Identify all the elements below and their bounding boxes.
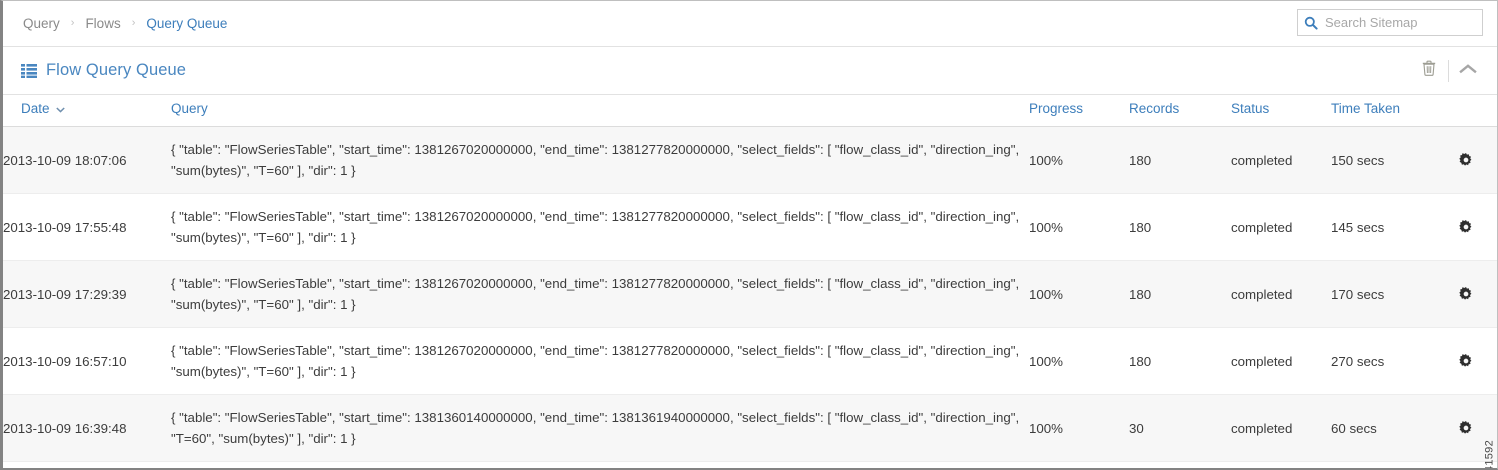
cell-date: 2013-10-09 17:55:48 xyxy=(3,194,171,261)
query-queue-table: Date Query Progress Records Status Time Taken… xyxy=(3,94,1498,470)
cell-records: 180 xyxy=(1129,261,1231,328)
delete-button[interactable] xyxy=(1414,58,1444,84)
cell-records: 7 xyxy=(1129,462,1231,470)
panel-header: Flow Query Queue xyxy=(3,47,1497,94)
cell-progress: 100% xyxy=(1029,462,1129,470)
column-header-label: Date xyxy=(21,101,50,116)
table-row[interactable]: 2013-10-09 16:57:10{ "table": "FlowSerie… xyxy=(3,328,1498,395)
column-header-label: Status xyxy=(1231,101,1269,116)
cell-status: completed xyxy=(1231,395,1331,462)
page-title: Flow Query Queue xyxy=(46,61,186,80)
cell-status: completed xyxy=(1231,462,1331,470)
cell-records: 30 xyxy=(1129,395,1231,462)
trash-icon xyxy=(1422,60,1436,81)
cell-records: 180 xyxy=(1129,127,1231,194)
cell-date: 2013-10-09 17:29:39 xyxy=(3,261,171,328)
column-header-label: Progress xyxy=(1029,101,1083,116)
breadcrumb: Query › Flows › Query Queue xyxy=(23,16,227,31)
cell-time: 15 secs xyxy=(1331,462,1459,470)
column-header-query[interactable]: Query xyxy=(171,95,1029,127)
panel-actions xyxy=(1414,47,1483,94)
cell-records: 180 xyxy=(1129,328,1231,395)
chevron-down-icon xyxy=(56,101,65,116)
cell-query: { "table": "FlowSeriesTable", "start_tim… xyxy=(171,328,1029,395)
cell-actions xyxy=(1459,328,1498,395)
cell-query: { "table": "FlowSeriesTable", "start_tim… xyxy=(171,127,1029,194)
action-divider xyxy=(1448,60,1449,82)
table-row[interactable]: 2013-10-09 17:29:39{ "table": "FlowSerie… xyxy=(3,261,1498,328)
column-header-label: Records xyxy=(1129,101,1179,116)
table-body: 2013-10-09 18:07:06{ "table": "FlowSerie… xyxy=(3,127,1498,470)
cell-time: 150 secs xyxy=(1331,127,1459,194)
table-row[interactable]: 2013-10-09 17:55:48{ "table": "FlowSerie… xyxy=(3,194,1498,261)
cell-date: 2013-10-09 18:07:06 xyxy=(3,127,171,194)
cell-status: completed xyxy=(1231,328,1331,395)
column-header-label: Query xyxy=(171,101,208,116)
cell-time: 270 secs xyxy=(1331,328,1459,395)
gear-icon[interactable] xyxy=(1459,153,1498,167)
breadcrumb-separator: › xyxy=(71,18,75,29)
breadcrumb-separator: › xyxy=(132,18,136,29)
cell-query: { "table": "FlowSeriesTable", "start_tim… xyxy=(171,395,1029,462)
cell-time: 145 secs xyxy=(1331,194,1459,261)
gear-icon[interactable] xyxy=(1459,354,1498,368)
gear-icon[interactable] xyxy=(1459,421,1498,435)
cell-status: completed xyxy=(1231,261,1331,328)
column-header-time[interactable]: Time Taken xyxy=(1331,95,1459,127)
cell-time: 170 secs xyxy=(1331,261,1459,328)
figure-id-watermark: 041592 xyxy=(1484,440,1496,470)
gear-icon[interactable] xyxy=(1459,220,1498,234)
breadcrumb-item-flows[interactable]: Flows xyxy=(85,16,120,31)
column-header-progress[interactable]: Progress xyxy=(1029,95,1129,127)
table-row[interactable]: 2013-10-09 18:07:06{ "table": "FlowSerie… xyxy=(3,127,1498,194)
column-header-date[interactable]: Date xyxy=(3,95,171,127)
cell-progress: 100% xyxy=(1029,395,1129,462)
chevron-up-icon xyxy=(1459,62,1477,80)
cell-records: 180 xyxy=(1129,194,1231,261)
cell-progress: 100% xyxy=(1029,127,1129,194)
breadcrumb-item-query[interactable]: Query xyxy=(23,16,60,31)
search-input[interactable] xyxy=(1323,14,1476,31)
list-icon xyxy=(21,64,37,78)
cell-status: completed xyxy=(1231,127,1331,194)
table-header-row: Date Query Progress Records Status Time Taken xyxy=(3,95,1498,127)
cell-query: { "table": "FlowSeriesTable", "start_tim… xyxy=(171,261,1029,328)
column-header-label: Time Taken xyxy=(1331,101,1400,116)
cell-query: { "table": "FlowSeriesTable", "start_tim… xyxy=(171,462,1029,470)
cell-query: { "table": "FlowSeriesTable", "start_tim… xyxy=(171,194,1029,261)
breadcrumb-item-query-queue[interactable]: Query Queue xyxy=(146,16,227,31)
table-row[interactable]: 2013-10-09 16:39:48{ "table": "FlowSerie… xyxy=(3,395,1498,462)
collapse-button[interactable] xyxy=(1453,58,1483,84)
column-header-status[interactable]: Status xyxy=(1231,95,1331,127)
column-header-actions xyxy=(1459,95,1498,127)
gear-icon[interactable] xyxy=(1459,287,1498,301)
cell-date: 2013-10-09 11:07:29 xyxy=(3,462,171,470)
cell-progress: 100% xyxy=(1029,328,1129,395)
table-header: Date Query Progress Records Status Time Taken xyxy=(3,95,1498,127)
cell-progress: 100% xyxy=(1029,261,1129,328)
cell-actions xyxy=(1459,194,1498,261)
search-box[interactable] xyxy=(1297,9,1483,36)
cell-actions xyxy=(1459,261,1498,328)
cell-status: completed xyxy=(1231,194,1331,261)
cell-date: 2013-10-09 16:57:10 xyxy=(3,328,171,395)
column-header-records[interactable]: Records xyxy=(1129,95,1231,127)
cell-time: 60 secs xyxy=(1331,395,1459,462)
cell-actions xyxy=(1459,127,1498,194)
cell-progress: 100% xyxy=(1029,194,1129,261)
cell-date: 2013-10-09 16:39:48 xyxy=(3,395,171,462)
table-row[interactable]: 2013-10-09 11:07:29{ "table": "FlowSerie… xyxy=(3,462,1498,470)
breadcrumb-bar: Query › Flows › Query Queue xyxy=(3,1,1497,47)
search-icon xyxy=(1304,16,1318,30)
